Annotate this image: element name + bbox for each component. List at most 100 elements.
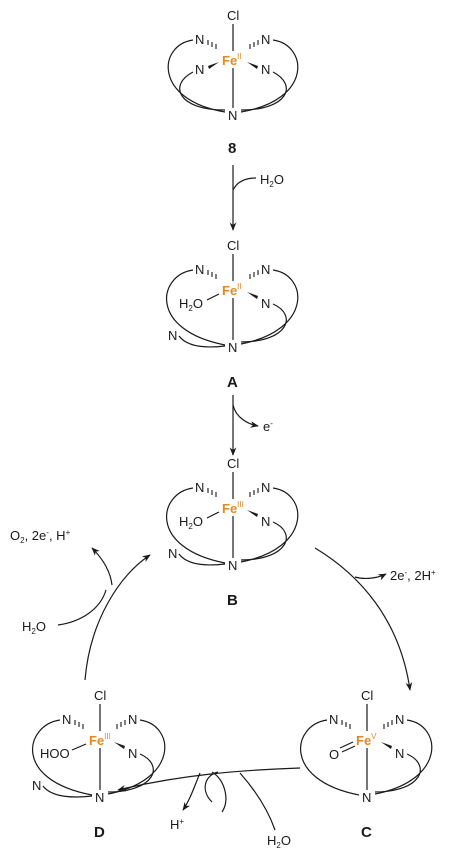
- pendant-arm: [178, 335, 226, 348]
- nitrogen-lower-right: N: [128, 746, 137, 761]
- fe-o-bond: [206, 511, 220, 519]
- nitrogen-bottom: N: [228, 108, 237, 123]
- ring-arc-inner-right: [374, 753, 421, 793]
- nitrogen-upper-left: N: [329, 712, 338, 727]
- nitrogen-lower-right: N: [261, 296, 270, 311]
- complex-A: Cl FeII N N H2O N N N A: [166, 238, 299, 391]
- fe-o-double-bond: [339, 741, 354, 749]
- nitrogen-lower-left: N: [195, 62, 204, 77]
- arrow-C-to-D: H+ H2O: [117, 767, 301, 850]
- hashed-bond-right: [116, 720, 126, 729]
- fe-o-bond: [71, 743, 87, 751]
- ring-arc-inner-right: [107, 753, 154, 793]
- nitrogen-upper-right: N: [261, 32, 270, 47]
- iron-center: FeII: [222, 52, 242, 68]
- nitrogen-bottom: N: [228, 340, 237, 355]
- pendant-arm: [178, 553, 226, 566]
- wedge-bond-right: [247, 292, 258, 299]
- nitrogen-lower-right: N: [395, 746, 404, 761]
- reagent-water-in: H2O: [267, 833, 291, 850]
- compound-label: D: [94, 824, 105, 841]
- hashed-bond-left: [207, 270, 217, 279]
- chloride-label: Cl: [227, 456, 239, 471]
- hashed-bond-right: [249, 270, 259, 279]
- hashed-bond-left: [74, 720, 84, 729]
- nitrogen-pendant: N: [168, 328, 177, 343]
- water-ligand: H2O: [179, 296, 203, 313]
- iron-center: FeII: [222, 282, 242, 298]
- ring-arc-inner-right: [240, 303, 287, 343]
- nitrogen-bottom: N: [228, 558, 237, 573]
- ring-arc-inner-right: [240, 521, 287, 561]
- nitrogen-pendant: N: [168, 546, 177, 561]
- reagent-o2-out: O2, 2e-, H+: [10, 528, 71, 545]
- wedge-bond-right: [381, 742, 392, 749]
- nitrogen-upper-right: N: [261, 480, 270, 495]
- hashed-bond-left: [207, 40, 217, 49]
- chloride-label: Cl: [361, 688, 373, 703]
- nitrogen-upper-left: N: [195, 480, 204, 495]
- arrow-D-to-B: H2O O2, 2e-, H+: [10, 528, 151, 681]
- nitrogen-upper-left: N: [195, 32, 204, 47]
- iron-center: FeIII: [222, 500, 244, 516]
- hashed-bond-right: [249, 488, 259, 497]
- ring-arc-left: [300, 719, 360, 796]
- ring-arc-inner-right: [240, 71, 287, 111]
- ring-arc-right: [240, 487, 299, 563]
- wedge-bond-right: [247, 510, 258, 517]
- ring-arc-right: [240, 269, 299, 345]
- ring-arc-left: [166, 487, 226, 564]
- reagent-2e-2H: 2e-, 2H+: [390, 568, 436, 583]
- hashed-bond-left: [207, 488, 217, 497]
- complex-B: Cl FeIII N N H2O N N N B: [166, 456, 299, 609]
- reagent-proton-out: H+: [170, 817, 184, 832]
- water-ligand: H2O: [179, 514, 203, 531]
- wedge-bond-right: [114, 742, 125, 749]
- ring-arc-left: [166, 269, 226, 346]
- reagent-electron: e-: [263, 419, 273, 434]
- nitrogen-upper-right: N: [128, 712, 137, 727]
- nitrogen-bottom: N: [362, 790, 371, 805]
- nitrogen-bottom: N: [95, 790, 104, 805]
- iron-center: FeV: [356, 732, 377, 748]
- hashed-bond-right: [383, 720, 393, 729]
- chloride-label: Cl: [227, 238, 239, 253]
- hashed-bond-right: [249, 40, 259, 49]
- chloride-label: Cl: [94, 688, 106, 703]
- nitrogen-lower-right: N: [261, 62, 270, 77]
- reagent-water: H2O: [260, 172, 284, 189]
- oxo-ligand: O: [329, 747, 339, 762]
- hashed-bond-left: [341, 720, 351, 729]
- ring-arc-right: [107, 719, 166, 795]
- compound-label: B: [227, 592, 238, 609]
- arrow-8-to-A: H2O: [229, 165, 284, 231]
- complex-8: Cl FeII N N N N N 8: [167, 8, 299, 157]
- compound-label: 8: [228, 140, 236, 157]
- wedge-bond-right: [247, 62, 258, 69]
- complex-C: Cl FeV N N O N N C: [300, 688, 433, 841]
- fe-o-bond: [206, 293, 220, 301]
- compound-label: A: [227, 374, 238, 391]
- ring-arc-right: [374, 719, 433, 795]
- hydroperoxo-ligand: HOO: [40, 746, 70, 761]
- nitrogen-upper-left: N: [195, 262, 204, 277]
- wedge-bond-left: [208, 62, 219, 69]
- ring-arc-left: [32, 719, 93, 796]
- nitrogen-upper-left: N: [62, 712, 71, 727]
- arrow-B-to-C: 2e-, 2H+: [314, 547, 436, 691]
- ring-arc-inner-left: [179, 71, 226, 111]
- nitrogen-upper-right: N: [261, 262, 270, 277]
- compound-label: C: [361, 824, 372, 841]
- ring-arc-left: [167, 39, 226, 113]
- chloride-label: Cl: [227, 8, 239, 23]
- nitrogen-pendant: N: [32, 778, 41, 793]
- complex-D: Cl FeIII N N HOO N N N D: [32, 688, 166, 841]
- reagent-water-in: H2O: [22, 619, 46, 636]
- nitrogen-lower-right: N: [261, 514, 270, 529]
- nitrogen-upper-right: N: [395, 712, 404, 727]
- arrow-A-to-B: e-: [229, 395, 273, 456]
- ring-arc-right: [240, 39, 299, 113]
- pendant-arm: [42, 785, 93, 798]
- iron-center: FeIII: [89, 732, 111, 748]
